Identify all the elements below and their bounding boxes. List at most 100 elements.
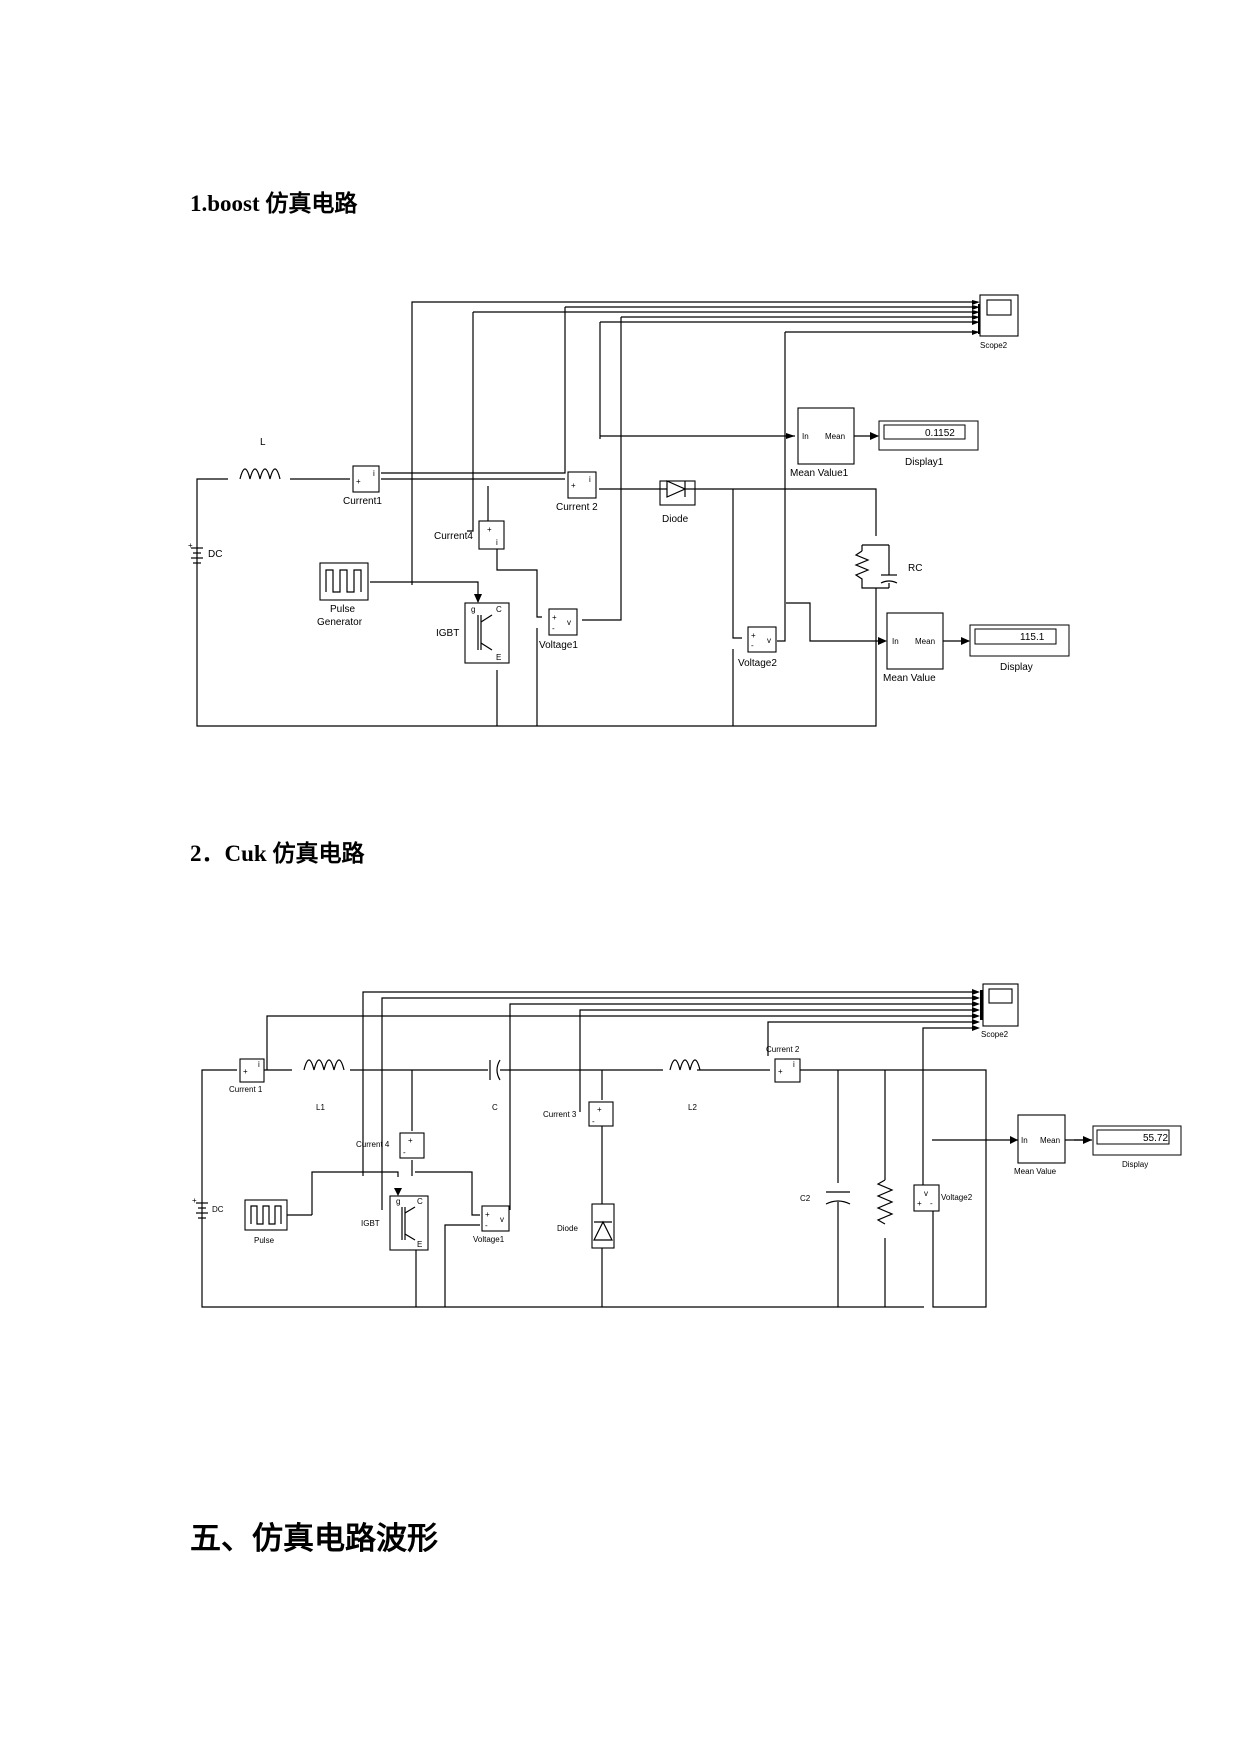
boost-mean-label: Mean Value [883,673,936,684]
boost-mean1-label: Mean Value1 [790,468,849,479]
cuk-voltage1-v: v [500,1215,504,1224]
boost-igbt-g: g [471,605,475,614]
cuk-igbt: g C E IGBT [361,1188,429,1251]
cuk-current1-label: Current 1 [229,1085,263,1094]
cuk-mean-label: Mean Value [1014,1167,1057,1176]
boost-current4-i: i [496,538,498,547]
boost-current1-plus: + [356,477,361,486]
boost-inductor: L [239,437,281,480]
boost-voltage2-block: + - v Voltage2 [738,626,777,669]
boost-current4-block: + i Current4 [434,520,505,550]
boost-voltage1-plus: + [552,613,557,622]
cuk-diode-label: Diode [557,1224,578,1233]
boost-section-title: 1.boost 仿真电路 [190,191,358,216]
boost-current1-i: i [373,469,375,478]
cuk-section-title: 2．Cuk 仿真电路 [190,841,365,866]
cuk-current2-block: + i Current 2 [766,1045,801,1083]
cuk-main-wires [201,1069,1092,1308]
cuk-voltage1-plus: + [485,1210,490,1219]
cuk-scope-block: Scope2 [980,983,1019,1039]
cuk-l2-label: L2 [688,1103,697,1112]
cuk-scope-wires [266,989,980,1210]
cuk-capacitor-c2: C2 [800,1191,851,1205]
cuk-current4-label: Current 4 [356,1140,390,1149]
cuk-circuit-diagram: Scope2 [192,983,1182,1308]
cuk-pulse-block: Pulse [244,1199,313,1245]
cuk-c-label: C [492,1103,498,1112]
boost-voltage2-label: Voltage2 [738,658,777,669]
boost-dc-plus: + [188,541,193,550]
boost-voltage2-minus: - [751,641,754,650]
boost-display1-block: 0.1152 Display1 [878,420,979,468]
boost-main-wires [196,478,880,727]
boost-diode-label: Diode [662,514,689,525]
cuk-scope-label: Scope2 [981,1030,1009,1039]
boost-current1-label: Current1 [343,496,382,507]
cuk-dc-label: DC [212,1205,224,1214]
cuk-current2-plus: + [778,1067,783,1076]
boost-display1-value: 0.1152 [925,428,955,439]
cuk-voltage2-block: v + - Voltage2 [913,1184,973,1212]
cuk-current1-block: + i Current 1 [229,1058,265,1094]
cuk-current2-i: i [793,1060,795,1069]
boost-voltage1-block: + - v Voltage1 [539,608,578,651]
boost-scope-label: Scope2 [980,341,1008,350]
boost-pulse-label-1: Pulse [330,604,355,615]
boost-current1-block: + i Current1 [343,465,382,507]
cuk-current4-block: + - Current 4 [356,1132,425,1159]
boost-voltage1-v: v [567,618,571,627]
cuk-voltage2-minus: - [930,1199,933,1208]
cuk-inductor-l1: L1 [303,1059,345,1112]
boost-rc-label: RC [908,563,922,574]
boost-current2-i: i [589,475,591,484]
boost-igbt-c: C [496,605,502,614]
cuk-current2-label: Current 2 [766,1045,800,1054]
cuk-diode: Diode [557,1203,615,1249]
boost-circuit-diagram: Scope2 + [188,294,1070,727]
boost-igbt: g C E IGBT [436,594,510,664]
boost-igbt-e: E [496,653,501,662]
cuk-current4-minus: - [403,1148,406,1157]
cuk-resistor [876,1179,894,1225]
boost-current2-plus: + [571,481,576,490]
waveform-section-title: 五、仿真电路波形 [190,1521,438,1556]
cuk-igbt-e: E [417,1240,422,1249]
cuk-capacitor-c: C [478,1059,508,1112]
boost-current2-block: + i Current 2 [556,471,598,513]
boost-voltage2-v: v [767,636,771,645]
boost-current4-plus: + [487,525,492,534]
cuk-current1-i: i [258,1060,260,1069]
cuk-display-label: Display [1122,1160,1148,1169]
cuk-mean-in: In [1021,1136,1028,1145]
boost-mean-value1-block: In Mean Mean Value1 [790,407,879,479]
cuk-current3-label: Current 3 [543,1110,577,1119]
cuk-inductor-l2: L2 [669,1059,701,1112]
boost-igbt-label: IGBT [436,628,459,639]
cuk-igbt-c: C [417,1197,423,1206]
boost-mean-value-block: In Mean Mean Value [878,612,970,684]
cuk-voltage2-label: Voltage2 [941,1193,973,1202]
boost-voltage2-plus: + [751,631,756,640]
boost-display-label: Display [1000,662,1033,673]
cuk-current3-block: + - Current 3 [543,1101,614,1127]
cuk-pulse-label: Pulse [254,1236,275,1245]
boost-mean-mean: Mean [915,637,935,646]
cuk-voltage1-block: + - v Voltage1 [473,1205,510,1244]
boost-current2-label: Current 2 [556,502,598,513]
cuk-voltage2-v: v [924,1189,928,1198]
cuk-c2-label: C2 [800,1194,811,1203]
boost-display1-label: Display1 [905,457,944,468]
cuk-igbt-g: g [396,1197,400,1206]
boost-inductor-label: L [260,437,266,448]
cuk-mean-mean: Mean [1040,1136,1060,1145]
cuk-dc-source: + DC [192,1196,224,1219]
boost-display-block: 115.1 Display [969,624,1070,673]
boost-scope-wires [381,300,980,642]
boost-mean1-mean: Mean [825,432,845,441]
boost-pulse-generator: Pulse Generator [317,562,369,628]
boost-display-value: 115.1 [1020,632,1045,643]
boost-mean-in: In [892,637,899,646]
boost-current4-label: Current4 [434,531,473,542]
boost-voltage1-minus: - [552,624,555,633]
boost-mean1-in: In [802,432,809,441]
